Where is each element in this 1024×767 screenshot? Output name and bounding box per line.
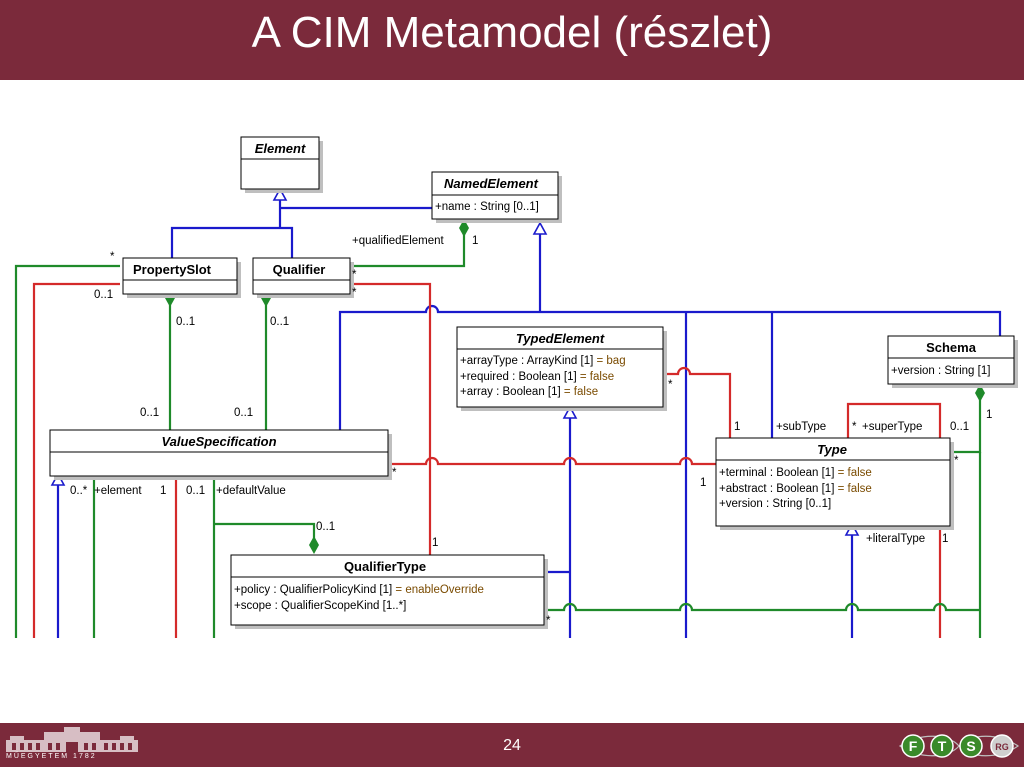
- logo-letter-rg: RG: [995, 742, 1009, 752]
- class-element-name: Element: [255, 141, 306, 156]
- class-value-specification-name: ValueSpecification: [161, 434, 276, 449]
- logo-letter-f: F: [909, 738, 918, 754]
- label-sub-type-star: *: [852, 421, 857, 433]
- class-named-element: NamedElement +name : String [0..1]: [431, 171, 559, 220]
- label-qualifier-type-mult: 0..1: [316, 521, 335, 533]
- class-qualifier-type-name: QualifierType: [344, 559, 426, 574]
- label-type-one: 1: [700, 477, 706, 489]
- label-sub-type: +subType: [776, 421, 826, 433]
- label-qualifier-star-2: *: [352, 287, 357, 299]
- class-property-slot-name: PropertySlot: [133, 262, 212, 277]
- type-attr-abstract: +abstract : Boolean [1] = false: [719, 483, 872, 495]
- class-qualifier-type: QualifierType +policy : QualifierPolicyK…: [230, 554, 545, 626]
- logo-letter-t: T: [938, 738, 947, 754]
- label-qualifier-star-1: *: [352, 269, 357, 281]
- label-super-type: +superType: [862, 421, 922, 433]
- university-text: MŰEGYETEM 1782: [6, 753, 97, 760]
- page-number: 24: [503, 737, 521, 754]
- named-element-attr-name: +name : String [0..1]: [435, 201, 539, 213]
- label-qualifier-value: 0..1: [270, 316, 289, 328]
- class-named-element-name: NamedElement: [444, 176, 539, 191]
- red-associations: [32, 282, 942, 638]
- label-super-type-mult: 0..1: [950, 421, 969, 433]
- footer-bar: [0, 723, 1024, 767]
- typed-element-attr-required: +required : Boolean [1] = false: [460, 371, 614, 383]
- qualifier-type-attr-scope: +scope : QualifierScopeKind [1..*]: [234, 600, 406, 612]
- type-attr-terminal: +terminal : Boolean [1] = false: [719, 467, 872, 479]
- class-typed-element-name: TypedElement: [516, 331, 605, 346]
- label-element-role: +element: [94, 485, 142, 497]
- class-element: Element: [240, 136, 320, 190]
- association-labels: +qualifiedElement 1 * 0..1 * * 0..1 0..1…: [70, 235, 992, 627]
- label-value-spec-mult-1: 0..1: [140, 407, 159, 419]
- uml-diagram: Element NamedElement +name : String [0..…: [14, 136, 1018, 638]
- university-building-logo: [6, 727, 138, 752]
- label-property-slot-mult: 0..1: [94, 289, 113, 301]
- class-qualifier-name: Qualifier: [273, 262, 326, 277]
- class-qualifier: Qualifier: [252, 257, 351, 295]
- label-value-spec-star: *: [392, 467, 397, 479]
- label-element-mult: 0..*: [70, 485, 88, 497]
- class-schema: Schema +version : String [1]: [887, 335, 1015, 385]
- label-type-star: *: [954, 455, 959, 467]
- schema-attr-version: +version : String [1]: [891, 365, 990, 377]
- label-property-slot-value: 0..1: [176, 316, 195, 328]
- title-bar: [0, 0, 1024, 80]
- qualifier-type-attr-policy: +policy : QualifierPolicyKind [1] = enab…: [234, 584, 484, 596]
- label-default-value: +defaultValue: [216, 485, 286, 497]
- class-value-specification: ValueSpecification: [49, 429, 389, 477]
- slide-title: A CIM Metamodel (részlet): [251, 8, 773, 57]
- logo-letter-s: S: [966, 738, 975, 754]
- label-default-value-mult: 0..1: [186, 485, 205, 497]
- class-property-slot: PropertySlot: [122, 257, 238, 295]
- class-schema-name: Schema: [926, 340, 977, 355]
- label-literal-type: +literalType: [866, 533, 925, 545]
- generalization-lines: [56, 192, 1002, 638]
- label-property-slot-star: *: [110, 251, 115, 263]
- label-typed-element-one: 1: [734, 421, 740, 433]
- typed-element-attr-array-type: +arrayType : ArrayKind [1] = bag: [460, 355, 626, 367]
- label-literal-type-one: 1: [942, 533, 948, 545]
- class-type-name: Type: [817, 442, 847, 457]
- label-value-spec-mult-2: 0..1: [234, 407, 253, 419]
- label-typed-element-star: *: [668, 379, 673, 391]
- class-type: Type +terminal : Boolean [1] = false +ab…: [715, 437, 951, 527]
- ftsrg-logo: F T S RG: [898, 734, 1020, 758]
- type-attr-version: +version : String [0..1]: [719, 498, 831, 510]
- label-qualifier-type-star: *: [546, 615, 551, 627]
- label-qualified-element-mult: 1: [472, 235, 478, 247]
- label-element-one: 1: [160, 485, 166, 497]
- label-qualified-element: +qualifiedElement: [352, 235, 445, 247]
- typed-element-attr-array: +array : Boolean [1] = false: [460, 386, 598, 398]
- label-qualifier-type-one: 1: [432, 537, 438, 549]
- class-typed-element: TypedElement +arrayType : ArrayKind [1] …: [456, 326, 664, 408]
- label-schema-one: 1: [986, 409, 992, 421]
